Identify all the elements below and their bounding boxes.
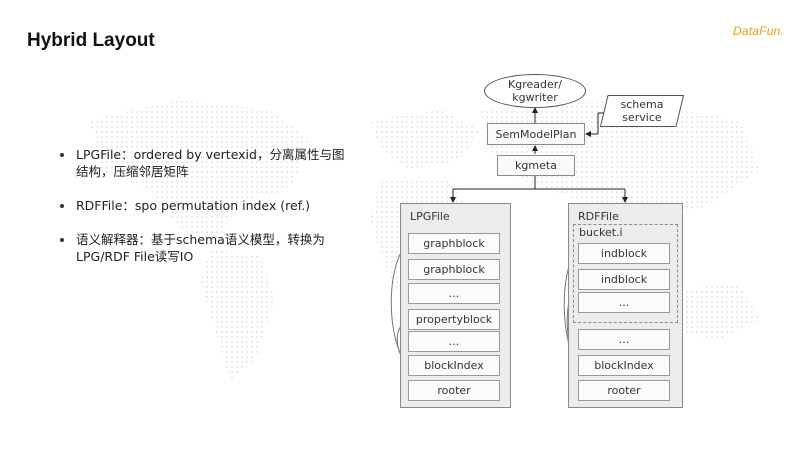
- lpgfile-label: LPGFile: [410, 210, 450, 223]
- lpg-block: graphblock: [408, 259, 500, 280]
- datafun-logo: DataFun.: [733, 24, 784, 38]
- bullet-item: LPGFile：ordered by vertexid，分离属性与图结构，压缩邻…: [56, 146, 346, 180]
- bullet-item: 语义解释器：基于schema语义模型，转换为LPG/RDF File读写IO: [56, 231, 346, 265]
- bullet-item: RDFFile：spo permutation index (ref.): [56, 197, 346, 214]
- schema-service-shape: [600, 95, 684, 127]
- rdf-bucket-block: ...: [578, 292, 670, 313]
- lpg-block: rooter: [408, 380, 500, 401]
- lpg-block: ...: [408, 283, 500, 304]
- rdf-block: blockIndex: [578, 355, 670, 376]
- lpg-block: blockIndex: [408, 355, 500, 376]
- rdf-block: rooter: [578, 380, 670, 401]
- schema-service-label: schema service: [620, 98, 664, 124]
- lpg-block: propertyblock: [408, 309, 500, 330]
- lpg-block: graphblock: [408, 233, 500, 254]
- lpg-block: ...: [408, 331, 500, 352]
- kgreader-node: Kgreader/ kgwriter: [484, 74, 586, 108]
- kgmeta-node: kgmeta: [497, 155, 575, 176]
- rdf-bucket-block: indblock: [578, 269, 670, 290]
- logo-text: DataFun.: [733, 24, 784, 38]
- slide-title: Hybrid Layout: [27, 30, 155, 51]
- rdffile-label: RDFFile: [578, 210, 619, 223]
- schema-service-node: schema service: [600, 95, 684, 127]
- rdf-bucket-block: indblock: [578, 243, 670, 264]
- semmodelplan-node: SemModelPlan: [487, 123, 585, 145]
- bucket-group: bucket.i: [573, 224, 678, 323]
- bucket-label: bucket.i: [579, 226, 623, 239]
- rdf-block: ...: [578, 329, 670, 350]
- bullet-list: LPGFile：ordered by vertexid，分离属性与图结构，压缩邻…: [56, 146, 346, 282]
